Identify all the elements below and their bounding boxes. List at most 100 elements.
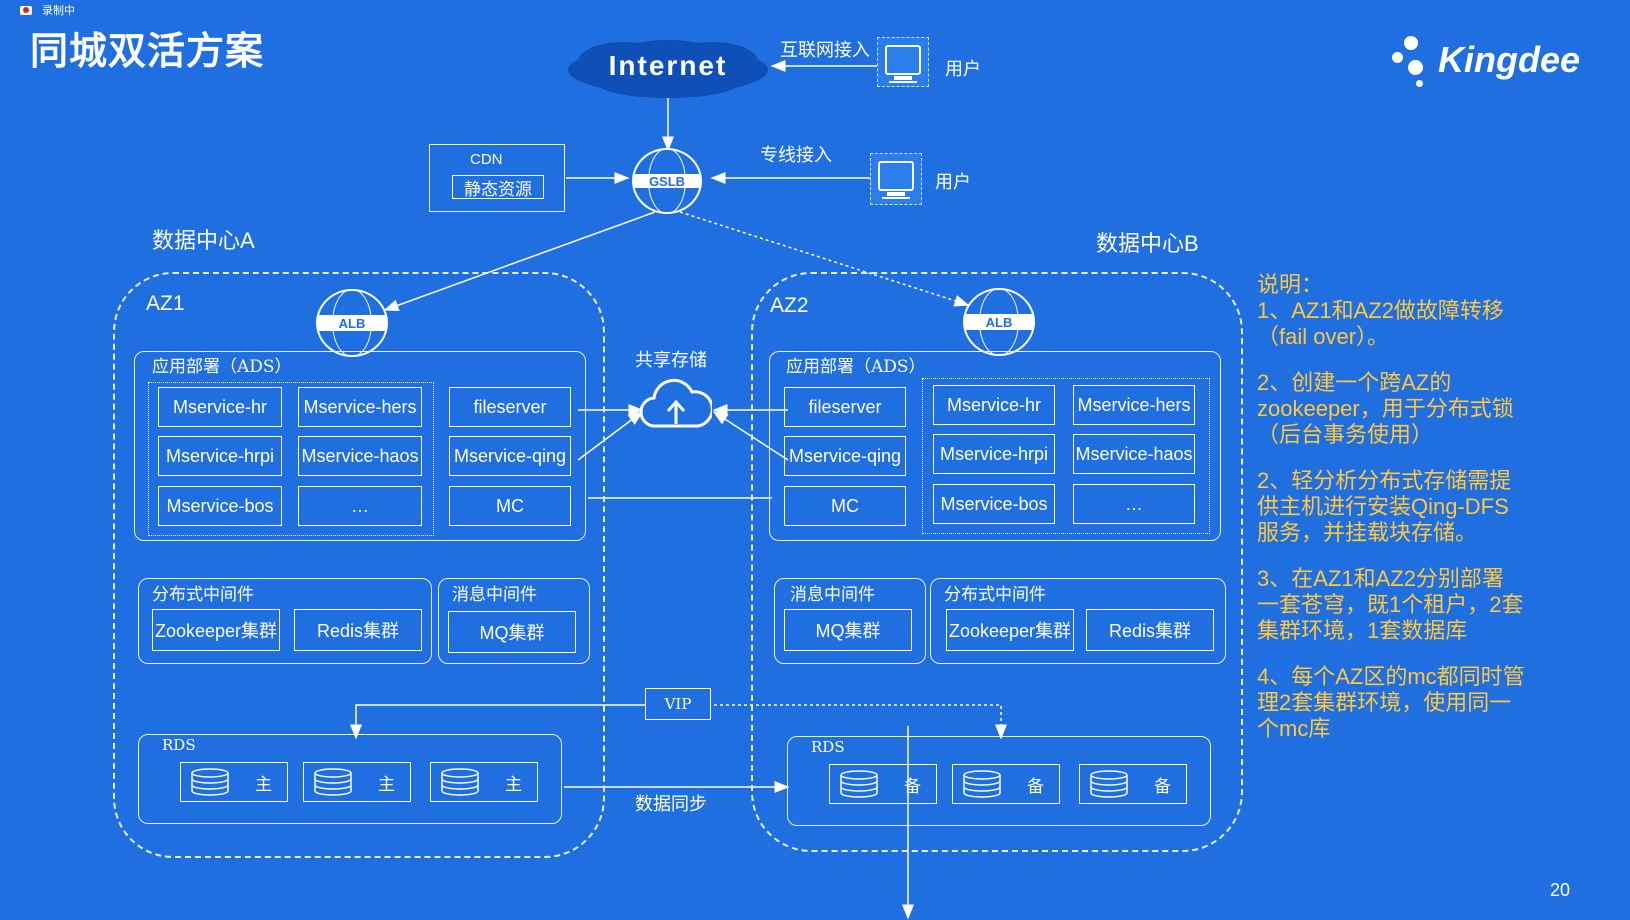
mq-group-label: 消息中间件 bbox=[452, 585, 537, 605]
mq-group-label: 消息中间件 bbox=[790, 585, 875, 605]
database-icon bbox=[1090, 770, 1128, 798]
notes-panel: 说明： 1、AZ1和AZ2做故障转移 （fail over）。 2、创建一个跨A… bbox=[1257, 272, 1547, 762]
db-primary: 主 bbox=[303, 762, 411, 802]
service-box: Mservice-hrpi bbox=[158, 436, 282, 476]
shared-storage-label: 共享存储 bbox=[635, 350, 707, 370]
zookeeper-box: Zookeeper集群 bbox=[946, 609, 1074, 651]
app-deploy-label: 应用部署（ADS） bbox=[786, 357, 926, 377]
az2-zone bbox=[751, 272, 1243, 852]
data-sync-label: 数据同步 bbox=[635, 794, 707, 814]
service-box: Mservice-hr bbox=[158, 387, 282, 427]
service-box: Mservice-hrpi bbox=[933, 434, 1055, 474]
note-item: 3、在AZ1和AZ2分别部署 一套苍穹，既1个租户，2套 集群环境，1套数据库 bbox=[1257, 566, 1524, 643]
note-item: 4、每个AZ区的mc都同时管 理2套集群环境，使用同一 个mc库 bbox=[1257, 664, 1525, 741]
logo-dots-icon bbox=[1390, 30, 1430, 90]
note-item: 1、AZ1和AZ2做故障转移 （fail over）。 bbox=[1257, 298, 1504, 349]
rds-group-az1 bbox=[138, 734, 562, 824]
az2-label: AZ2 bbox=[770, 294, 809, 317]
notes-heading: 说明： bbox=[1257, 272, 1324, 297]
service-box: Mservice-hers bbox=[298, 387, 422, 427]
db-role: 主 bbox=[255, 774, 272, 795]
app-deploy-group-az1 bbox=[134, 351, 586, 541]
fileserver-box: fileserver bbox=[784, 387, 906, 427]
cdn-box: CDN 静态资源 bbox=[429, 144, 565, 212]
qing-service-box: Mservice-qing bbox=[449, 436, 571, 476]
service-box: … bbox=[1073, 484, 1195, 524]
page-number: 20 bbox=[1550, 880, 1571, 900]
distributed-middleware-az1 bbox=[138, 578, 432, 664]
message-middleware-az2 bbox=[774, 578, 926, 664]
datacenter-a-label: 数据中心A bbox=[152, 228, 255, 253]
static-resources: 静态资源 bbox=[452, 175, 544, 199]
database-icon bbox=[441, 768, 479, 796]
internet-label: Internet bbox=[608, 50, 728, 81]
db-role: 备 bbox=[1027, 776, 1044, 797]
qing-service-box: Mservice-qing bbox=[784, 436, 906, 476]
dedicated-access-label: 专线接入 bbox=[760, 145, 832, 165]
service-cluster-az1 bbox=[148, 382, 434, 536]
database-icon bbox=[840, 770, 878, 798]
service-box: Mservice-hr bbox=[933, 385, 1055, 425]
db-primary: 主 bbox=[430, 762, 538, 802]
db-primary: 主 bbox=[180, 762, 288, 802]
recording-label: 录制中 bbox=[42, 5, 75, 17]
rds-group-az2 bbox=[787, 736, 1211, 826]
internet-cloud: Internet bbox=[563, 38, 773, 102]
gslb-label: GSLB bbox=[648, 173, 686, 189]
middleware-label: 分布式中间件 bbox=[944, 585, 1046, 605]
service-box: … bbox=[298, 486, 422, 526]
recording-indicator: 录制中 bbox=[20, 2, 75, 18]
redis-box: Redis集群 bbox=[294, 609, 422, 651]
user-label-1: 用户 bbox=[945, 59, 981, 79]
note-item: 2、轻分析分布式存储需提 供主机进行安装Qing-DFS 服务，并挂载块存储。 bbox=[1257, 468, 1512, 545]
mc-box: MC bbox=[449, 486, 571, 526]
logo-text: Kingdee bbox=[1438, 39, 1581, 80]
alb-node-az1: ALB bbox=[316, 289, 388, 357]
db-standby: 备 bbox=[829, 764, 937, 804]
app-deploy-label: 应用部署（ADS） bbox=[152, 357, 292, 377]
service-cluster-az2 bbox=[922, 378, 1210, 534]
note-item: 2、创建一个跨AZ的 zookeeper，用于分布式锁 （后台事务使用） bbox=[1257, 370, 1514, 447]
mq-box: MQ集群 bbox=[448, 611, 576, 653]
app-deploy-group-az2 bbox=[769, 351, 1221, 541]
db-role: 备 bbox=[1154, 776, 1171, 797]
service-box: Mservice-haos bbox=[298, 436, 422, 476]
mc-box: MC bbox=[784, 486, 906, 526]
middleware-label: 分布式中间件 bbox=[152, 585, 254, 605]
cloud-icon bbox=[568, 40, 768, 98]
mq-box: MQ集群 bbox=[784, 609, 912, 651]
zookeeper-box: Zookeeper集群 bbox=[152, 609, 280, 651]
database-icon bbox=[963, 770, 1001, 798]
kingdee-logo: Kingdee bbox=[1390, 30, 1580, 90]
alb-label: ALB bbox=[985, 314, 1013, 330]
record-icon bbox=[20, 5, 32, 15]
message-middleware-az1 bbox=[438, 578, 590, 664]
distributed-middleware-az2 bbox=[930, 578, 1226, 664]
az1-zone bbox=[113, 272, 605, 858]
service-box: Mservice-haos bbox=[1073, 434, 1195, 474]
service-box: Mservice-bos bbox=[933, 484, 1055, 524]
user-computer-icon bbox=[870, 153, 922, 205]
datacenter-b-label: 数据中心B bbox=[1096, 231, 1199, 256]
alb-node-az2: ALB bbox=[963, 288, 1035, 356]
db-role: 备 bbox=[904, 776, 921, 797]
cdn-label: CDN bbox=[470, 151, 503, 168]
db-standby: 备 bbox=[1079, 764, 1187, 804]
shared-storage-cloud-icon bbox=[639, 378, 714, 432]
database-icon bbox=[314, 768, 352, 796]
service-box: Mservice-bos bbox=[158, 486, 282, 526]
db-role: 主 bbox=[505, 774, 522, 795]
alb-label: ALB bbox=[338, 315, 366, 331]
page-title: 同城双活方案 bbox=[30, 31, 265, 73]
rds-label: RDS bbox=[811, 738, 845, 756]
fileserver-box: fileserver bbox=[449, 387, 571, 427]
service-box: Mservice-hers bbox=[1073, 385, 1195, 425]
rds-label: RDS bbox=[162, 736, 196, 754]
gslb-node: GSLB bbox=[632, 148, 702, 214]
database-icon bbox=[191, 768, 229, 796]
db-standby: 备 bbox=[952, 764, 1060, 804]
vip-box: VIP bbox=[645, 688, 711, 720]
internet-access-label: 互联网接入 bbox=[780, 40, 870, 60]
user-label-2: 用户 bbox=[935, 172, 971, 192]
db-role: 主 bbox=[378, 774, 395, 795]
